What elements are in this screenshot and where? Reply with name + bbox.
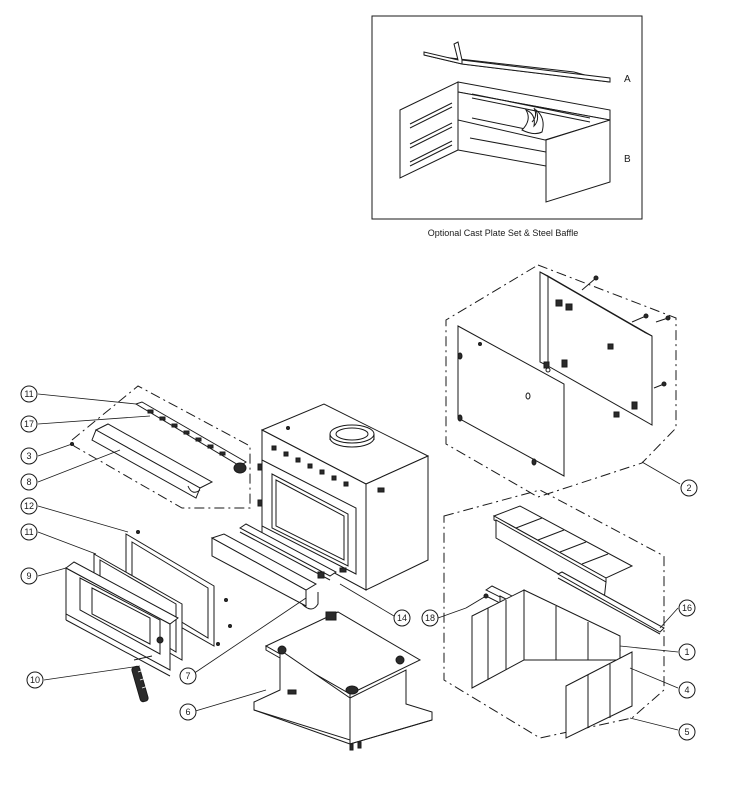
callout-4: 4	[678, 681, 696, 699]
firebrick-group	[443, 489, 665, 739]
svg-text:11: 11	[24, 389, 33, 399]
callout-5: 5	[678, 723, 696, 741]
callout-9: 9	[20, 567, 38, 585]
svg-text:9: 9	[26, 571, 31, 581]
svg-text:12: 12	[24, 501, 34, 511]
rail-holes	[147, 409, 226, 456]
pedestal-base	[253, 611, 433, 751]
svg-text:8: 8	[26, 477, 31, 487]
svg-text:17: 17	[24, 419, 34, 429]
panel-fasteners	[457, 275, 671, 466]
svg-text:4: 4	[684, 685, 689, 695]
door	[65, 561, 179, 677]
steel-baffle	[423, 41, 611, 83]
callout-7: 7	[179, 667, 197, 685]
svg-text:10: 10	[30, 675, 40, 685]
side-panels-group	[445, 264, 677, 498]
callout-11: 11	[20, 523, 38, 541]
svg-text:2: 2	[686, 483, 691, 493]
callout-12: 11	[20, 385, 38, 403]
svg-text:6: 6	[185, 707, 190, 717]
stove-body	[257, 403, 430, 591]
cast-plate-set	[399, 81, 611, 203]
svg-text:7: 7	[185, 671, 190, 681]
svg-text:3: 3	[26, 451, 31, 461]
callout-1: 1	[678, 643, 696, 661]
inset-label-b: B	[624, 154, 631, 165]
svg-text:18: 18	[425, 613, 435, 623]
svg-text:5: 5	[684, 727, 689, 737]
callout-3: 3	[20, 447, 38, 465]
inset-caption: Optional Cast Plate Set & Steel Baffle	[428, 228, 578, 238]
svg-text:16: 16	[682, 603, 692, 613]
callout-10: 10	[26, 671, 44, 689]
leader-lines	[37, 393, 681, 731]
callout-16: 16	[678, 599, 696, 617]
inset-label-a: A	[624, 74, 631, 85]
callout-2: 2	[680, 479, 698, 497]
door-handle	[131, 655, 153, 703]
top-bricks	[492, 505, 634, 601]
inset-box: A B	[371, 15, 643, 220]
callout-8: 8	[20, 473, 38, 491]
callout-18: 18	[421, 609, 439, 627]
svg-text:11: 11	[24, 527, 33, 537]
callout-17: 17	[20, 415, 38, 433]
svg-text:14: 14	[397, 613, 407, 623]
front-trim	[210, 523, 337, 610]
callout-13: 12	[20, 497, 38, 515]
stove-top-vents	[271, 445, 349, 487]
callout-14: 14	[393, 609, 411, 627]
top-trim-group	[70, 385, 251, 509]
svg-text:1: 1	[684, 647, 689, 657]
callout-6: 6	[179, 703, 197, 721]
